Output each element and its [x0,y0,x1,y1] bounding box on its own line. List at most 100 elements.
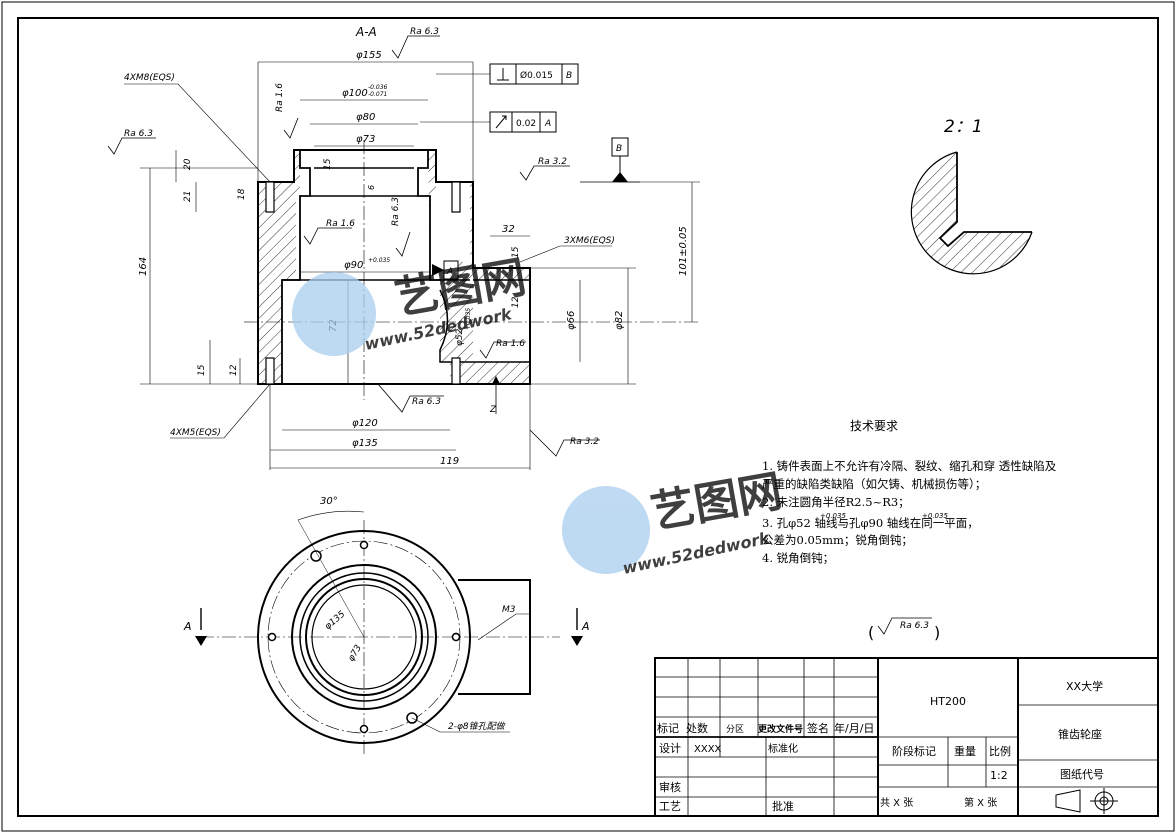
svg-text:Ra 3.2: Ra 3.2 [538,157,567,167]
tb-scale-value: 1:2 [990,769,1008,782]
dim-101: 101±0.05 [678,226,689,276]
bottom-hole-right [451,357,461,385]
dim-15-bottom: 15 [197,364,207,376]
svg-text:A: A [544,119,551,129]
tb-process: 工艺 [659,800,681,813]
note-line-5: 公差为0.05mm；锐角倒钝； [762,533,913,547]
roughness-4: Ra 3.2 [519,157,570,181]
top-hole-left [265,181,275,213]
dim-52-tol: +0.035 [465,308,472,330]
general-roughness: ( Ra 6.3 ) [868,617,940,642]
inner-border [17,17,1159,817]
detail-arc [911,152,1032,274]
watermark-1: 艺图网 www.52dedwork [292,252,530,356]
svg-text:B: B [616,144,622,154]
tb-part-name: 锥齿轮座 [1058,727,1102,741]
detail-scale-label: 2：1 [944,117,983,137]
dim-18: 18 [237,188,247,200]
dim-m3: M3 [502,605,516,615]
tb-scale-label: 比例 [989,744,1011,758]
dim-119: 119 [440,456,459,467]
roughness-1: Ra 6.3 [391,27,440,59]
callout-pin-holes-leader [411,717,510,733]
roughness-6: Ra 6.3 [391,197,411,257]
tb-drawing-code: 图纸代号 [1060,768,1104,781]
note-tol-2: +0.035 [922,512,948,520]
watermark-globe-icon [292,272,376,356]
svg-text:B: B [566,71,572,81]
tb-designer: XXXX [694,744,722,755]
tb-doc-no: 更改文件号 [758,723,803,735]
dim-73-plan: φ73 [347,643,364,663]
dim-73: φ73 [356,134,375,145]
dim-82: φ82 [614,311,625,330]
dim-20: 20 [183,158,193,170]
tb-weight: 重量 [954,744,976,758]
tb-mark: 标记 [657,721,679,735]
svg-text:Ra 6.3: Ra 6.3 [391,197,401,226]
callout-pin-holes: 2-φ8锥孔配做 [448,721,507,732]
dim-155: φ155 [356,50,382,61]
svg-text:4XM5(EQS): 4XM5(EQS) [170,428,221,438]
dim-100-tol-up: -0.036 [368,84,388,91]
svg-text:3XM6(EQS): 3XM6(EQS) [564,236,615,246]
tb-sheets-total: 共 X 张 [880,797,913,809]
dim-90: φ90 [344,260,363,271]
dim-15-top: 15 [323,158,333,170]
svg-text:Ra 1.6: Ra 1.6 [275,83,285,112]
dim-66: φ66 [566,311,577,330]
top-hole-right [451,181,461,213]
section-view: A-A [107,25,700,470]
dim-32: 32 [502,224,515,235]
svg-text:Ra 6.3: Ra 6.3 [412,397,441,407]
svg-text:(: ( [868,623,874,642]
detail-groove [938,152,1032,248]
svg-text:Ra 3.2: Ra 3.2 [570,437,599,447]
tb-school: XX大学 [1066,679,1103,693]
view-z-marker: Z [489,376,500,415]
tb-date: 年/月/日 [834,721,874,735]
callout-side-holes: 3XM6(EQS) [519,236,615,263]
note-line-4: 3. 孔φ52 轴线与孔φ90 轴线在同一平面， [762,516,979,530]
note-line-3: 2. 未注圆角半径R2.5~R3； [762,495,910,509]
dim-30-deg: 30° [320,496,338,507]
perpendicularity-frame: Ø0.015 B [436,63,579,85]
tb-approve: 批准 [772,799,794,813]
tb-design: 设计 [659,742,681,755]
dim-135-plan: φ135 [323,609,347,632]
svg-text:Ra 1.6: Ra 1.6 [496,339,525,349]
dim-52: φ52 [455,328,465,346]
tb-review: 审核 [659,780,681,794]
note-line-2: 严重的缺陷类缺陷（如欠铸、机械损伤等）； [762,477,986,491]
svg-text:Ra 6.3: Ra 6.3 [124,129,153,139]
svg-text:A: A [581,620,590,633]
svg-text:Ø0.015: Ø0.015 [520,70,553,81]
svg-text:A: A [446,267,453,277]
roughness-3: Ra 1.6 [275,83,299,139]
roughness-9: Ra 3.2 [529,429,600,457]
svg-text:Z: Z [489,405,497,415]
dim-100-tol-dn: -0.071 [368,91,387,98]
callout-top-holes: 4XM8(EQS) [124,73,271,183]
callout-bottom-holes: 4XM5(EQS) [170,383,271,439]
datum-b: B [580,137,640,183]
section-arrow-left: A [183,608,207,646]
title-block-text: HT200 XX大学 锥齿轮座 图纸代号 阶段标记 重量 比例 1:2 共 X … [657,679,1118,814]
runout-frame: 0.02 A [420,111,557,133]
dim-120: φ120 [352,418,378,429]
roughness-7: Ra 1.6 [479,339,526,359]
title-block [654,657,1159,817]
side-bore [439,279,530,363]
note-line-6: 4. 锐角倒钝； [762,551,834,565]
projection-symbol-icon [1055,788,1118,814]
tb-sheet-no: 第 X 张 [964,796,997,809]
svg-text:): ) [934,623,940,642]
dim-21: 21 [183,191,193,202]
hatch-left-wall [258,150,300,384]
detail-view: 2：1 [910,117,1033,275]
tb-zone: 分区 [726,724,744,735]
dim-164: 164 [138,257,149,276]
bottom-hole-left [265,357,275,385]
roughness-2: Ra 6.3 [107,129,156,155]
